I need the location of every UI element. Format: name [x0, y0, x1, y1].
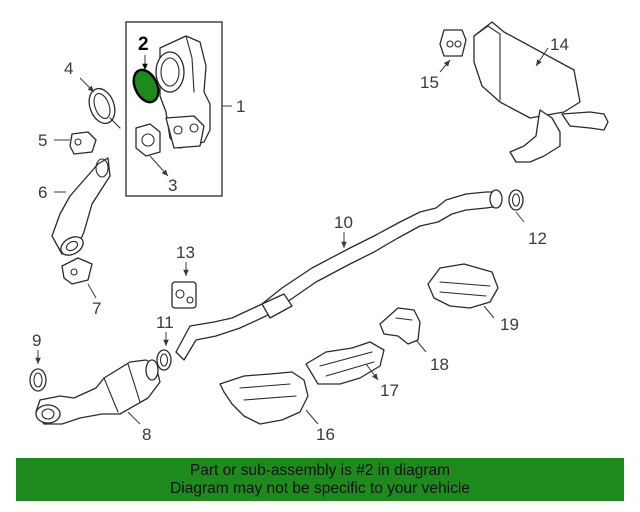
callout-1[interactable]: 1 [236, 97, 245, 116]
part-5-bracket[interactable] [54, 131, 97, 155]
part-10-center-pipe[interactable] [175, 189, 503, 361]
part-1-catalytic-converter-assembly[interactable] [125, 21, 232, 197]
banner-line-1: Part or sub-assembly is #2 in diagram [189, 461, 451, 479]
callout-18[interactable]: 18 [430, 355, 449, 374]
part-17-heat-shield[interactable] [305, 341, 385, 385]
callout-10[interactable]: 10 [334, 213, 353, 232]
callout-13[interactable]: 13 [176, 243, 195, 262]
part-3-gasket[interactable] [135, 123, 169, 177]
callout-2[interactable]: 2 [138, 34, 149, 55]
callout-19[interactable]: 19 [500, 315, 519, 334]
callout-8[interactable]: 8 [142, 425, 151, 444]
part-9-gasket[interactable] [29, 350, 47, 392]
callout-12[interactable]: 12 [528, 229, 547, 248]
callout-6[interactable]: 6 [38, 183, 47, 202]
callout-15[interactable]: 15 [420, 73, 439, 92]
part-12-gasket[interactable] [508, 189, 525, 223]
part-14-muffler[interactable] [473, 21, 609, 163]
part-18-heat-shield[interactable] [379, 307, 427, 353]
callout-4[interactable]: 4 [64, 59, 73, 78]
part-2-gasket[interactable] [129, 66, 163, 106]
part-8-catalytic-pipe[interactable] [35, 359, 161, 425]
callout-7[interactable]: 7 [92, 299, 101, 318]
part-19-heat-shield[interactable] [427, 263, 499, 319]
callout-11[interactable]: 11 [156, 313, 174, 332]
callout-14[interactable]: 14 [550, 35, 569, 54]
part-4-gasket[interactable] [79, 77, 121, 129]
callout-17[interactable]: 17 [380, 381, 399, 400]
callout-9[interactable]: 9 [32, 331, 41, 350]
info-banner: Part or sub-assembly is #2 in diagram Di… [16, 458, 624, 501]
part-6-front-pipe[interactable] [51, 157, 111, 259]
callout-3[interactable]: 3 [168, 176, 177, 195]
part-15-hanger[interactable] [439, 29, 467, 73]
part-13-hanger[interactable] [171, 262, 197, 309]
part-11-gasket[interactable] [156, 332, 172, 371]
part-16-heat-shield[interactable] [219, 371, 319, 425]
callout-5[interactable]: 5 [38, 131, 47, 150]
part-7-bracket[interactable] [61, 257, 97, 299]
callout-16[interactable]: 16 [316, 425, 335, 444]
callout-labels: 1 2 3 4 5 6 7 8 9 10 11 12 13 14 15 16 1… [32, 34, 569, 444]
banner-line-2: Diagram may not be specific to your vehi… [170, 479, 470, 497]
